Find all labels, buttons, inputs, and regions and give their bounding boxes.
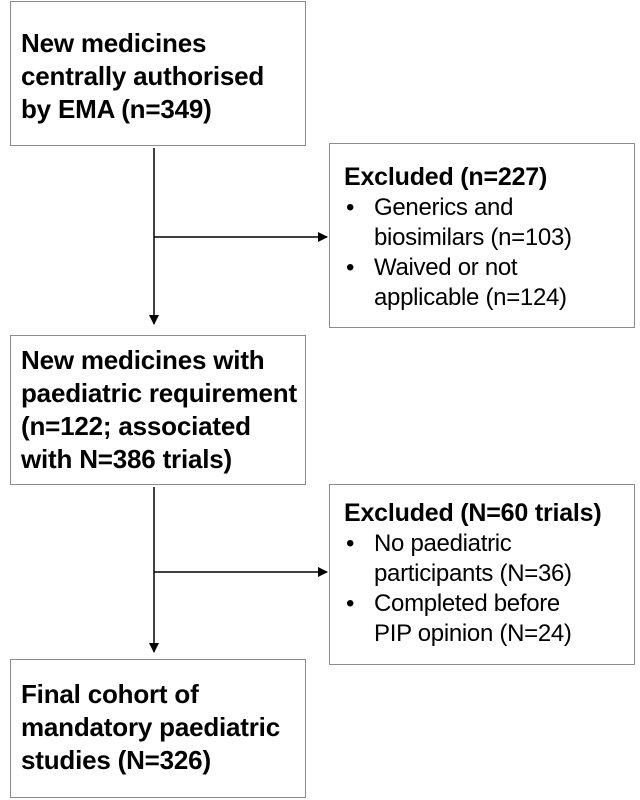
- bullet-icon: •: [346, 254, 355, 281]
- box-requirement-line-4: with N=386 trials): [21, 444, 232, 474]
- excluded-second-item-no-participants: • No paediatric participants (N=36): [344, 529, 624, 589]
- excluded-second-list: • No paediatric participants (N=36) • Co…: [344, 529, 624, 649]
- excluded-first-item-1-line-1: Generics and: [374, 194, 514, 221]
- box-authorised-line-3: by EMA (n=349): [21, 94, 212, 124]
- box-requirement-line-3: (n=122; associated: [21, 411, 251, 441]
- box-final-line-3: studies (N=326): [21, 745, 211, 775]
- excluded-second-item-completed-before: • Completed before PIP opinion (N=24): [344, 589, 624, 649]
- box-paediatric-requirement: New medicines with paediatric requiremen…: [10, 335, 306, 485]
- box-final-line-2: mandatory paediatric: [21, 712, 280, 742]
- box-authorised-medicines: New medicines centrally authorised by EM…: [10, 1, 306, 146]
- box-excluded-first: Excluded (n=227) • Generics and biosimil…: [329, 143, 635, 328]
- box-excluded-second: Excluded (N=60 trials) • No paediatric p…: [329, 484, 635, 665]
- excluded-second-item-1-line-2: participants (N=36): [374, 560, 572, 587]
- excluded-first-list: • Generics and biosimilars (n=103) • Wai…: [344, 193, 624, 313]
- bullet-icon: •: [346, 530, 355, 557]
- excluded-second-title: Excluded (N=60 trials): [344, 499, 602, 527]
- excluded-first-item-2-line-2: applicable (n=124): [374, 284, 567, 311]
- bullet-icon: •: [346, 194, 355, 221]
- excluded-first-item-waived: • Waived or not applicable (n=124): [344, 253, 624, 313]
- excluded-second-item-2-line-2: PIP opinion (N=24): [374, 620, 572, 647]
- box-authorised-line-2: centrally authorised: [21, 61, 265, 91]
- box-final-cohort: Final cohort of mandatory paediatric stu…: [10, 659, 306, 798]
- bullet-icon: •: [346, 590, 355, 617]
- box-authorised-line-1: New medicines: [21, 28, 207, 58]
- box-requirement-line-2: paediatric requirement: [21, 378, 297, 408]
- excluded-second-item-1-line-1: No paediatric: [374, 530, 512, 557]
- excluded-first-item-generics: • Generics and biosimilars (n=103): [344, 193, 624, 253]
- excluded-first-title: Excluded (n=227): [344, 163, 548, 191]
- box-requirement-line-1: New medicines with: [21, 345, 265, 375]
- excluded-first-item-1-line-2: biosimilars (n=103): [374, 224, 572, 251]
- excluded-first-item-2-line-1: Waived or not: [374, 254, 518, 281]
- excluded-second-item-2-line-1: Completed before: [374, 590, 560, 617]
- box-final-line-1: Final cohort of: [21, 679, 199, 709]
